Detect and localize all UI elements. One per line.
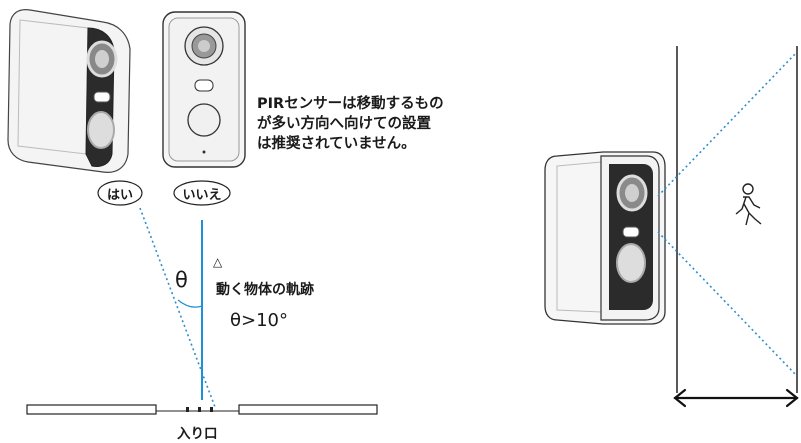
detection-range-upper <box>657 51 798 197</box>
angle-arc <box>177 299 203 308</box>
entrance-floor <box>26 404 378 415</box>
pir-note-line-3: は推奨されていません。 <box>257 136 416 152</box>
entrance-label: 入り口 <box>177 426 218 442</box>
yes-label-pill <box>97 180 143 206</box>
pir-note-line-1: PIRセンサーは移動するもの <box>257 96 444 112</box>
yes-label: はい <box>106 188 133 203</box>
camera-side-icon <box>544 151 666 325</box>
detection-range-lower <box>657 231 798 377</box>
no-label-pill <box>173 180 231 206</box>
walking-person-icon <box>735 183 762 226</box>
pir-note-line-2: が多い方向へ向けての設置 <box>257 116 431 132</box>
delta-mark: △ <box>213 255 223 269</box>
camera-angled-icon <box>7 9 131 173</box>
angle-condition-label: θ>10° <box>230 310 288 331</box>
no-label: いいえ <box>182 188 222 203</box>
motion-trajectory-label: 動く物体の軌跡 <box>216 282 314 298</box>
theta-angle-label: θ <box>175 268 188 292</box>
pir-placement-note: PIRセンサーは移動するもの が多い方向へ向けての設置 は推奨されていません。 <box>257 94 487 154</box>
double-arrow-icon <box>673 388 799 408</box>
camera-front-icon <box>162 11 246 168</box>
diagonal-detection-line <box>139 207 216 408</box>
